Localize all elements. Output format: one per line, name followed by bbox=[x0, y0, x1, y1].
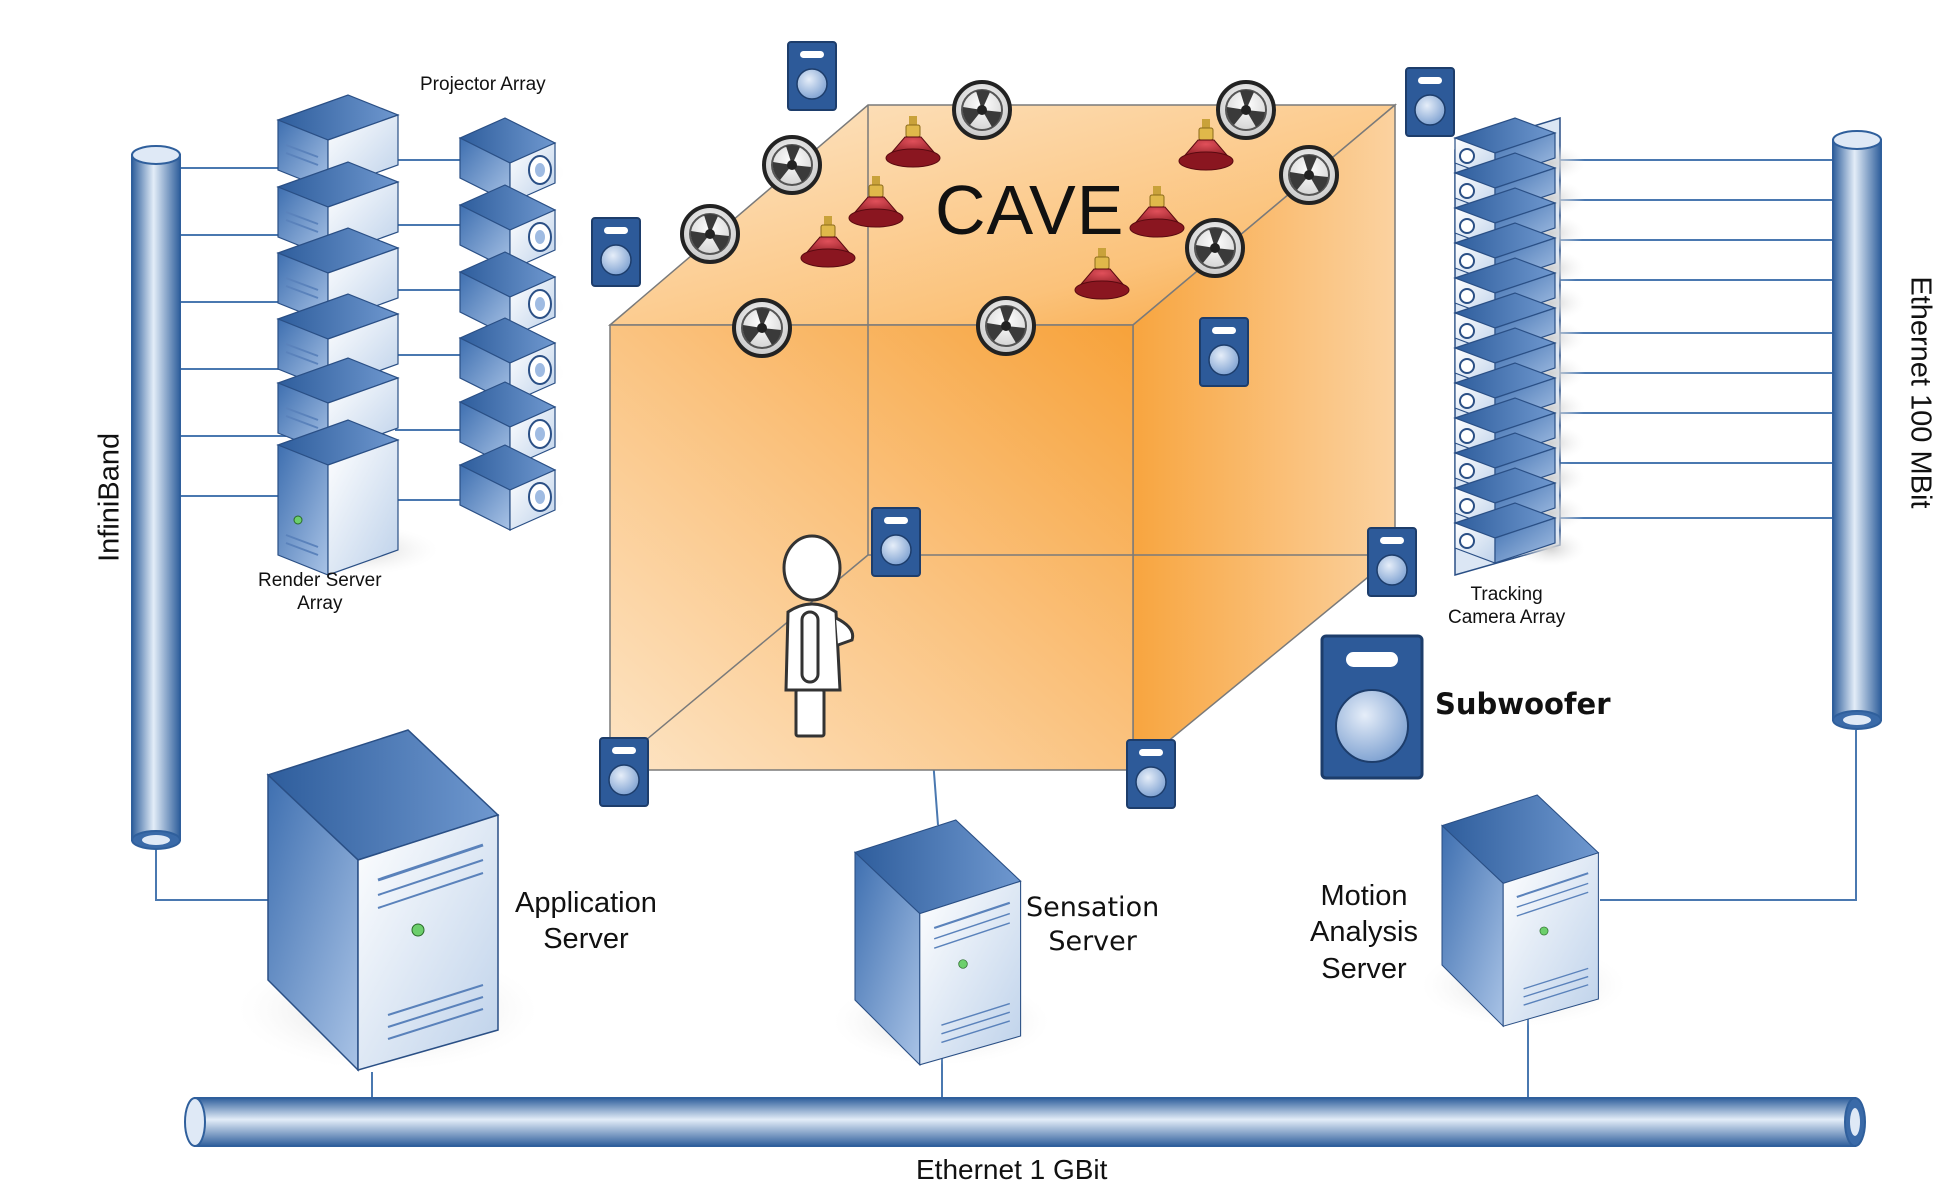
speaker-icon bbox=[787, 41, 837, 111]
tracking-camera-array-label: Tracking Camera Array bbox=[1448, 584, 1566, 628]
projector-array-label: Projector Array bbox=[420, 74, 546, 95]
infiniband-label: InfiniBand bbox=[93, 432, 126, 562]
speaker-icon bbox=[599, 737, 649, 807]
sensation-server bbox=[832, 818, 1051, 1066]
fan-icon bbox=[952, 80, 1012, 140]
cave-label: CAVE bbox=[935, 171, 1125, 249]
ethernet-100-label: Ethernet 100 MBit bbox=[1904, 276, 1937, 509]
speaker-icon bbox=[871, 507, 921, 577]
fan-icon bbox=[1216, 80, 1276, 140]
render-server-array bbox=[276, 94, 438, 576]
fan-icon bbox=[976, 296, 1036, 356]
render-server-array-label: Render Server Array bbox=[258, 570, 382, 614]
speaker-icon bbox=[591, 217, 641, 287]
tracking-camera-array bbox=[1454, 116, 1586, 576]
ethernet-100-pipe bbox=[1832, 130, 1882, 730]
infiniband-pipe bbox=[131, 145, 181, 850]
application-server-label: Application Server bbox=[515, 887, 657, 956]
motion-analysis-server bbox=[1420, 793, 1627, 1028]
fan-icon bbox=[762, 135, 822, 195]
ethernet-1g-pipe bbox=[184, 1097, 1866, 1147]
application-server bbox=[236, 728, 540, 1072]
projector-array bbox=[454, 117, 566, 531]
network-wiring bbox=[155, 159, 1857, 1100]
ethernet-1g-label: Ethernet 1 GBit bbox=[916, 1154, 1108, 1185]
speaker-icon bbox=[1126, 739, 1176, 809]
speaker-icon bbox=[1367, 527, 1417, 597]
subwoofer-label: Subwoofer bbox=[1435, 687, 1611, 721]
sensation-server-label: Sensation Server bbox=[1026, 892, 1160, 957]
subwoofer-icon bbox=[1320, 634, 1424, 780]
fan-icon bbox=[1185, 218, 1245, 278]
user-figure bbox=[782, 534, 855, 738]
motion-analysis-server-label: Motion Analysis Server bbox=[1310, 880, 1418, 985]
speaker-icon bbox=[1199, 317, 1249, 387]
fan-icon bbox=[732, 298, 792, 358]
fan-icon bbox=[680, 204, 740, 264]
fan-icon bbox=[1279, 145, 1339, 205]
speaker-icon bbox=[1405, 67, 1455, 137]
